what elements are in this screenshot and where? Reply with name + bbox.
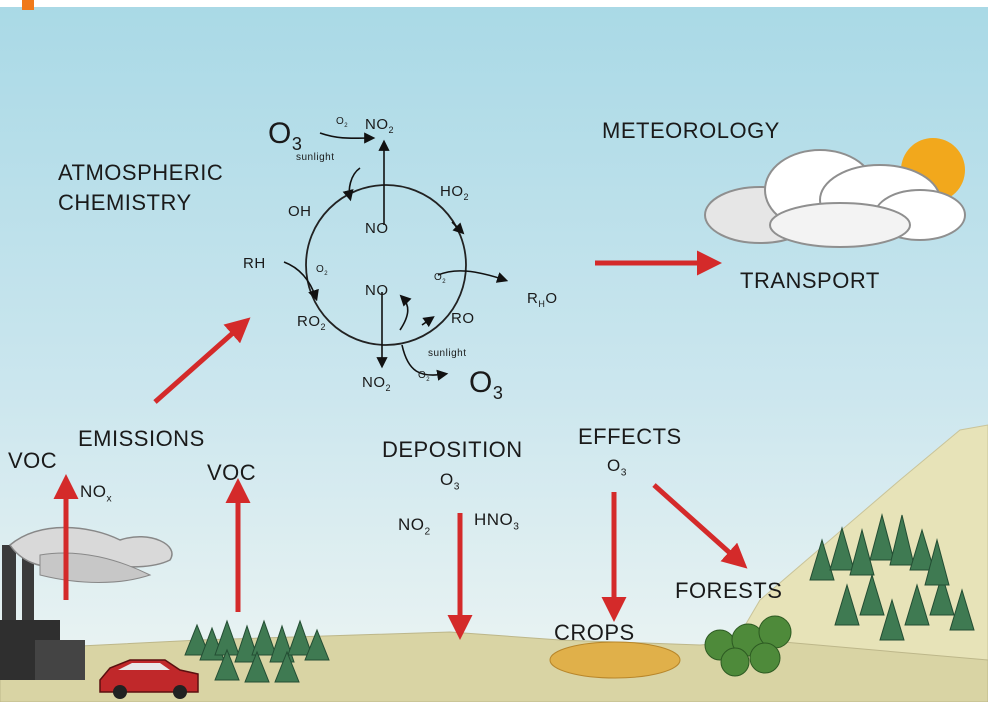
meteorology-label: METEOROLOGY [602, 118, 780, 143]
o2-top-label: O2 [336, 116, 349, 129]
crops-label: CROPS [554, 620, 635, 645]
atmospheric-chemistry-label-1: ATMOSPHERIC [58, 160, 224, 185]
cycle-arrows [283, 132, 509, 381]
trees-hill [809, 513, 975, 641]
no2-bottom-label: NO2 [362, 374, 392, 393]
car [99, 659, 199, 699]
oh-label: OH [288, 203, 312, 220]
chemistry-cycle [305, 184, 467, 346]
deposition-label: DEPOSITION [382, 437, 523, 462]
effects-o3-label: O3 [607, 456, 627, 479]
sunlight-bottom-label: sunlight [428, 348, 467, 359]
no-lower-label: NO [365, 282, 389, 299]
voc-right-label: VOC [207, 460, 257, 485]
voc-left-label: VOC [8, 448, 58, 473]
nox-label: NOx [80, 482, 113, 505]
ro-label: RO [451, 310, 475, 327]
no-upper-label: NO [365, 220, 389, 237]
no2-top-label: NO2 [365, 116, 395, 135]
deposition-no2-label: NO2 [398, 515, 431, 538]
orchard-trees [704, 615, 792, 677]
transport-label: TRANSPORT [740, 268, 880, 293]
o3-bottom-label: O3 [469, 366, 504, 403]
forests-label: FORESTS [675, 578, 783, 603]
emissions-label: EMISSIONS [78, 426, 205, 451]
atmospheric-chemistry-label-2: CHEMISTRY [58, 190, 192, 215]
ro2-label: RO2 [297, 313, 327, 332]
o2-left-label: O2 [316, 264, 329, 277]
rho-label: RHO [527, 290, 558, 309]
red-arrows [53, 250, 748, 640]
sunlight-top-label: sunlight [296, 152, 335, 163]
cloud [704, 149, 966, 248]
trees-left [184, 619, 330, 683]
hno3-label: HNO3 [474, 510, 520, 533]
orange-corner-mark [22, 0, 34, 10]
o2-bottom-label: O2 [418, 370, 431, 383]
deposition-o3-label: O3 [440, 470, 460, 493]
effects-label: EFFECTS [578, 424, 682, 449]
rh-label: RH [243, 255, 266, 272]
top-accent-bar [0, 0, 988, 7]
o2-right-label: O2 [434, 272, 447, 285]
ho2-label: HO2 [440, 183, 470, 202]
o3-top-label: O3 [268, 117, 303, 154]
crop-field [549, 641, 681, 679]
